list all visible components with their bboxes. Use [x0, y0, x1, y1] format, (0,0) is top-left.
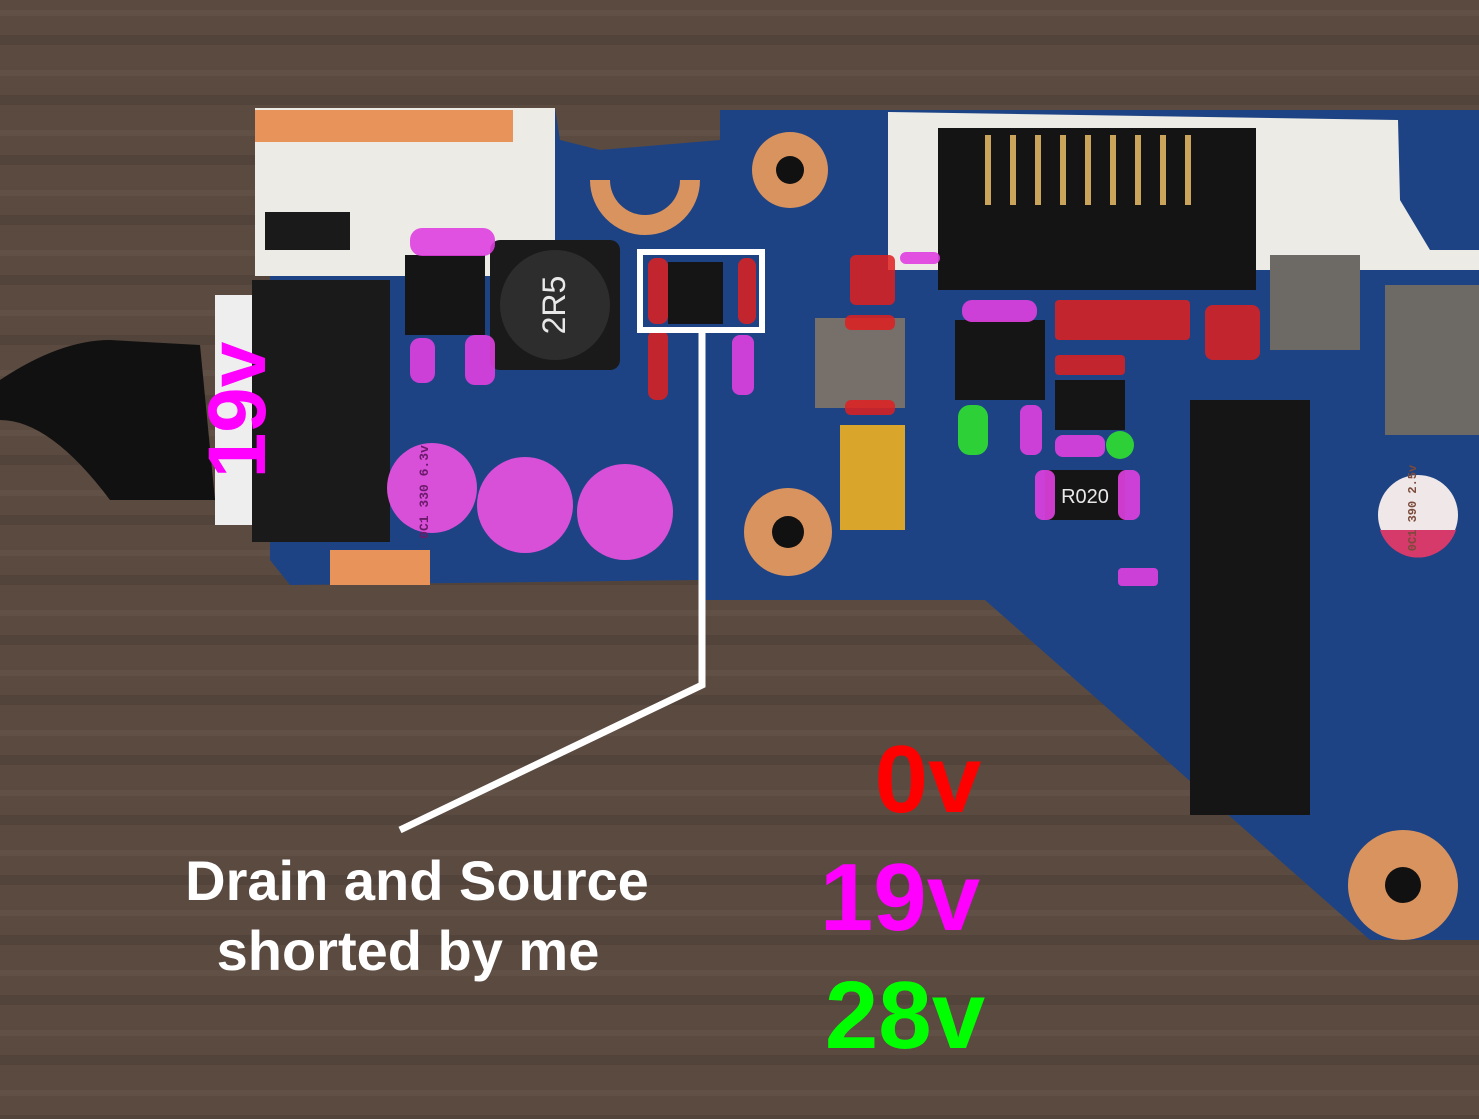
connector-pins: [985, 135, 1191, 205]
capacitor-marking-right: 0C1 390 2.5v: [1406, 465, 1420, 551]
small-ic: [265, 212, 350, 250]
mosfet-chip: [668, 262, 723, 324]
dc-jack-plug: [215, 295, 257, 525]
inductor-marking: 2R5: [536, 276, 572, 335]
inductor-grey: [815, 318, 905, 408]
legend-19v: 19v: [820, 844, 980, 951]
green-markers: [958, 405, 1134, 459]
mounting-holes: [590, 132, 1458, 940]
connector-voltage-label: 19v: [192, 341, 283, 478]
legend-0v: 0v: [875, 726, 982, 833]
callout-text-line2: shorted by me: [217, 919, 600, 982]
capacitors: [387, 443, 1458, 560]
inductor-grey: [1270, 255, 1360, 350]
resistor: [1045, 470, 1125, 520]
chip: [1055, 380, 1125, 430]
dc-jack-connector: [252, 280, 390, 542]
inductor: [500, 250, 610, 360]
legend-28v: 28v: [825, 962, 985, 1069]
chip: [405, 255, 485, 335]
magenta-markers: [410, 228, 1158, 586]
callout-line: [398, 330, 706, 834]
power-cable: [0, 340, 215, 500]
orange-pad-top: [255, 110, 513, 142]
tantalum-cap: [840, 425, 905, 530]
capacitor-marking-left: 0C1 330 6.3v: [417, 445, 432, 539]
memory-slot: [1190, 400, 1310, 815]
chip: [955, 320, 1045, 400]
resistor-marking: R020: [1061, 486, 1109, 508]
red-markers: [648, 255, 1260, 415]
orange-pad-bottom: [330, 550, 430, 585]
inductor-grey: [1385, 285, 1479, 435]
callout-text-line1: Drain and Source: [185, 849, 649, 912]
